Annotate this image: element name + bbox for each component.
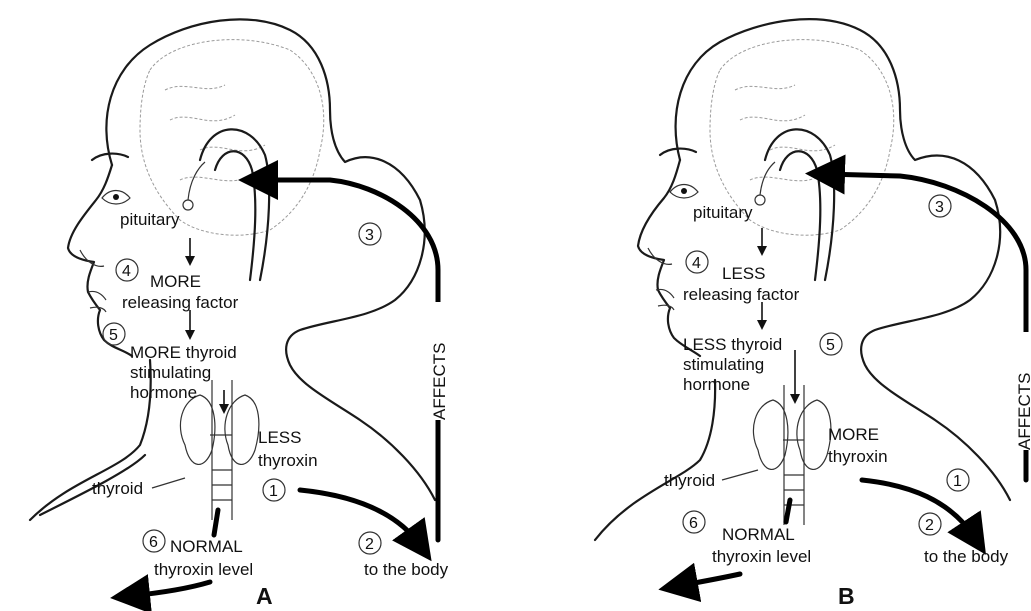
pituitary-stalk <box>188 162 205 200</box>
pituitary-gland <box>183 200 193 210</box>
tsh-line-2: stimulating <box>683 355 764 374</box>
panel-letter: A <box>256 583 273 609</box>
eye-pupil <box>681 188 687 194</box>
thyroxin-label: thyroxin <box>258 451 318 470</box>
normal-level-arrow <box>130 582 210 596</box>
nose <box>80 250 104 266</box>
thyroid-gland <box>753 385 830 525</box>
step-2-number: 2 <box>365 536 374 553</box>
panel-a: pituitary 4 MORE releasing factor 5 MORE… <box>30 19 449 609</box>
normal-pointer <box>786 500 790 522</box>
thyroxin-level-label: LESS <box>258 428 301 447</box>
panel-b: pituitary 4 LESS releasing factor 5 LESS… <box>595 19 1031 609</box>
step-2-number: 2 <box>925 517 934 534</box>
thyroxin-label: thyroxin <box>828 447 888 466</box>
tsh-line-3: hormone <box>130 383 197 402</box>
eye-pupil <box>113 194 119 200</box>
normal-label: NORMAL <box>722 525 795 544</box>
feedback-arrow <box>258 180 438 540</box>
face-profile <box>638 160 700 356</box>
to-body-arrow <box>300 490 420 545</box>
normal-level-label: thyroxin level <box>154 560 253 579</box>
releasing-level-label: LESS <box>722 264 765 283</box>
panel-letter: B <box>838 583 855 609</box>
thyroid-pointer <box>152 478 185 488</box>
affects-label: AFFECTS <box>430 343 449 420</box>
pituitary-stalk <box>760 162 775 195</box>
thyroid-pointer <box>722 470 758 480</box>
to-body-label: to the body <box>924 547 1009 566</box>
step-3-number: 3 <box>365 227 374 244</box>
normal-level-label: thyroxin level <box>712 547 811 566</box>
thyroid-label: thyroid <box>664 471 715 490</box>
tsh-line-1: MORE thyroid <box>130 343 237 362</box>
step-3-number: 3 <box>935 199 944 216</box>
step-1-number: 1 <box>953 473 962 490</box>
pituitary-gland <box>755 195 765 205</box>
pituitary-label: pituitary <box>693 203 753 222</box>
normal-level-arrow <box>678 574 740 586</box>
normal-pointer <box>214 510 218 535</box>
releasing-factor-label: releasing factor <box>122 293 239 312</box>
thyroid-label: thyroid <box>92 479 143 498</box>
brainstem <box>765 129 834 280</box>
brainstem <box>200 129 269 280</box>
tsh-line-2: stimulating <box>130 363 211 382</box>
brain <box>140 40 324 236</box>
lips <box>88 291 106 312</box>
step-6-number: 6 <box>689 515 698 532</box>
to-body-label: to the body <box>364 560 449 579</box>
tsh-line-1: LESS thyroid <box>683 335 782 354</box>
releasing-level-label: MORE <box>150 272 201 291</box>
normal-label: NORMAL <box>170 537 243 556</box>
tsh-line-3: hormone <box>683 375 750 394</box>
step-6-number: 6 <box>149 534 158 551</box>
step-5-number: 5 <box>109 327 118 344</box>
step-1-number: 1 <box>269 483 278 500</box>
affects-label: AFFECTS <box>1015 373 1031 450</box>
step-4-number: 4 <box>692 255 701 272</box>
thyroxin-level-label: MORE <box>828 425 879 444</box>
step-5-number: 5 <box>826 337 835 354</box>
step-4-number: 4 <box>122 263 131 280</box>
releasing-factor-label: releasing factor <box>683 285 800 304</box>
pituitary-label: pituitary <box>120 210 180 229</box>
